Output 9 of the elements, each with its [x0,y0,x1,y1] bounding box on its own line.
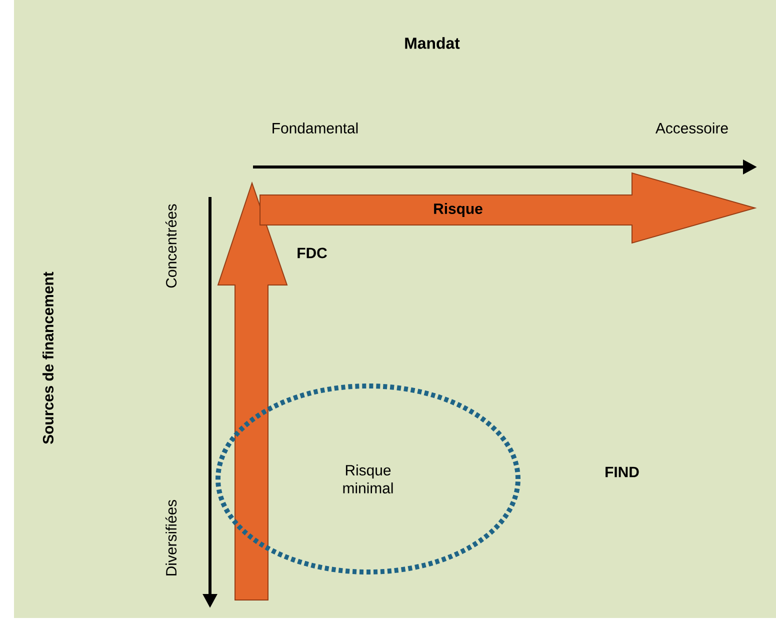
axis-label: Fondamental [272,122,358,134]
axis-label: Diversifiées [165,500,177,576]
title: Mandat [405,37,460,49]
axis-title: Sources de financement [42,272,54,444]
axis-label: Concentrées [165,204,177,288]
label: FIND [606,466,639,478]
axis-label: Accessoire [656,122,728,134]
label: FDC [298,248,327,258]
arrow-label: Risque [434,203,482,217]
